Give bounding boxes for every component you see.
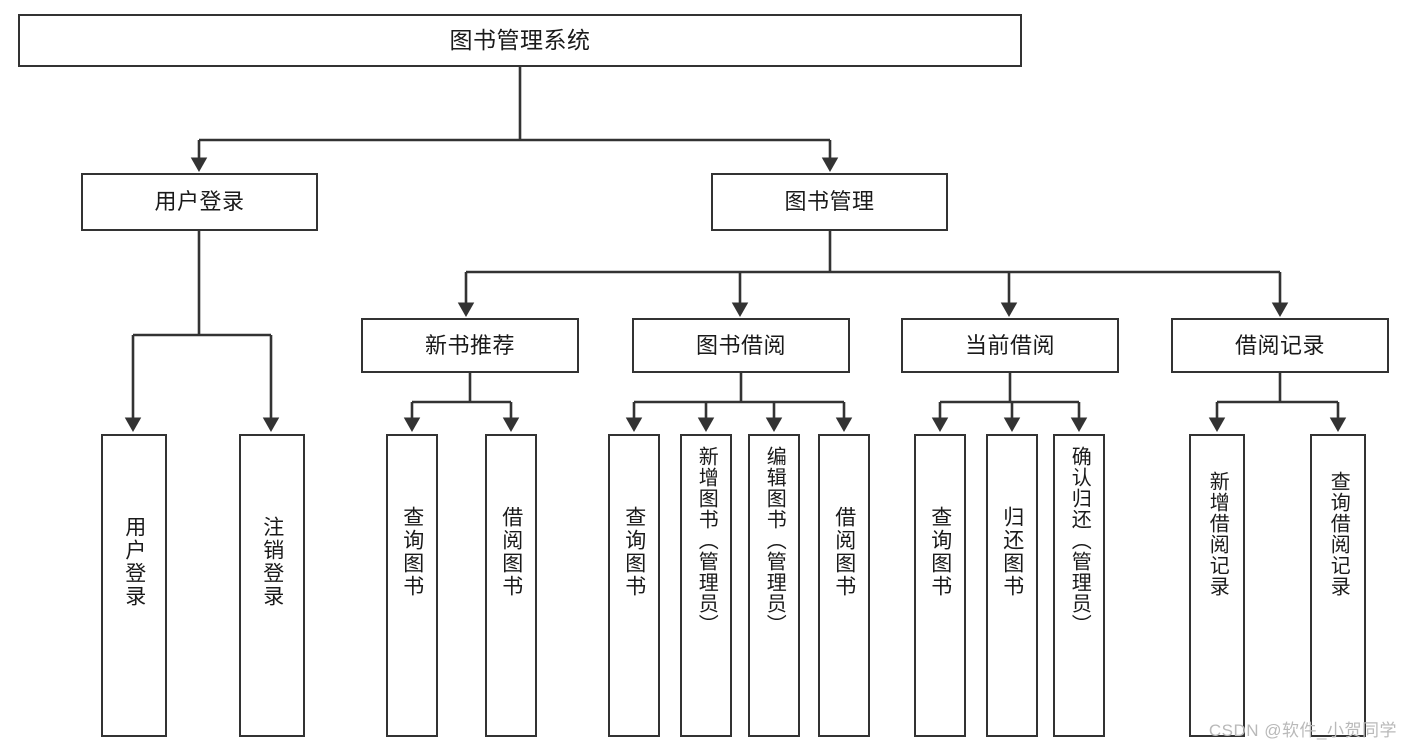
node-book-borrow-label: 图书借阅 — [695, 332, 786, 358]
node-user-login[interactable]: 用户登录 — [81, 173, 318, 231]
node-leaf-confirm-return-admin-label: 确认归还（管理员） — [1068, 446, 1091, 635]
node-leaf-add-book-admin-label: 新增图书（管理员） — [695, 446, 718, 635]
node-leaf-logout-label: 注销登录 — [260, 516, 284, 608]
node-leaf-return-book[interactable]: 归还图书 — [986, 434, 1038, 737]
node-leaf-borrow-book-2[interactable]: 借阅图书 — [818, 434, 870, 737]
node-book-manage-label: 图书管理 — [784, 189, 875, 215]
node-book-manage[interactable]: 图书管理 — [711, 173, 948, 231]
node-root[interactable]: 图书管理系统 — [18, 14, 1022, 67]
node-leaf-user-login-label: 用户登录 — [122, 516, 146, 608]
node-leaf-query-borrow-record[interactable]: 查询借阅记录 — [1310, 434, 1366, 737]
node-leaf-add-borrow-record[interactable]: 新增借阅记录 — [1189, 434, 1245, 737]
node-leaf-query-book-3-label: 查询图书 — [928, 506, 952, 598]
node-leaf-user-login[interactable]: 用户登录 — [101, 434, 167, 737]
node-leaf-borrow-book-1-label: 借阅图书 — [499, 506, 523, 598]
node-leaf-add-book-admin[interactable]: 新增图书（管理员） — [680, 434, 732, 737]
node-leaf-confirm-return-admin[interactable]: 确认归还（管理员） — [1053, 434, 1105, 737]
csdn-watermark: CSDN @软件_小贺同学 — [1208, 721, 1397, 740]
node-root-label: 图书管理系统 — [449, 26, 591, 53]
node-user-login-label: 用户登录 — [154, 189, 245, 215]
node-new-book-recommend[interactable]: 新书推荐 — [361, 318, 579, 373]
node-new-book-recommend-label: 新书推荐 — [424, 332, 515, 358]
node-current-borrow-label: 当前借阅 — [964, 332, 1055, 358]
node-leaf-query-book-1[interactable]: 查询图书 — [386, 434, 438, 737]
node-leaf-borrow-book-2-label: 借阅图书 — [832, 506, 856, 598]
node-leaf-query-book-1-label: 查询图书 — [400, 506, 424, 598]
node-borrow-record[interactable]: 借阅记录 — [1171, 318, 1389, 373]
node-leaf-edit-book-admin-label: 编辑图书（管理员） — [763, 446, 786, 635]
node-leaf-logout[interactable]: 注销登录 — [239, 434, 305, 737]
node-book-borrow[interactable]: 图书借阅 — [632, 318, 850, 373]
node-leaf-edit-book-admin[interactable]: 编辑图书（管理员） — [748, 434, 800, 737]
node-leaf-query-borrow-record-label: 查询借阅记录 — [1327, 471, 1350, 597]
node-leaf-query-book-2-label: 查询图书 — [622, 506, 646, 598]
node-leaf-return-book-label: 归还图书 — [1000, 506, 1024, 598]
node-leaf-query-book-2[interactable]: 查询图书 — [608, 434, 660, 737]
node-leaf-query-book-3[interactable]: 查询图书 — [914, 434, 966, 737]
node-borrow-record-label: 借阅记录 — [1234, 332, 1325, 358]
node-leaf-borrow-book-1[interactable]: 借阅图书 — [485, 434, 537, 737]
node-leaf-add-borrow-record-label: 新增借阅记录 — [1206, 471, 1229, 597]
node-current-borrow[interactable]: 当前借阅 — [901, 318, 1119, 373]
